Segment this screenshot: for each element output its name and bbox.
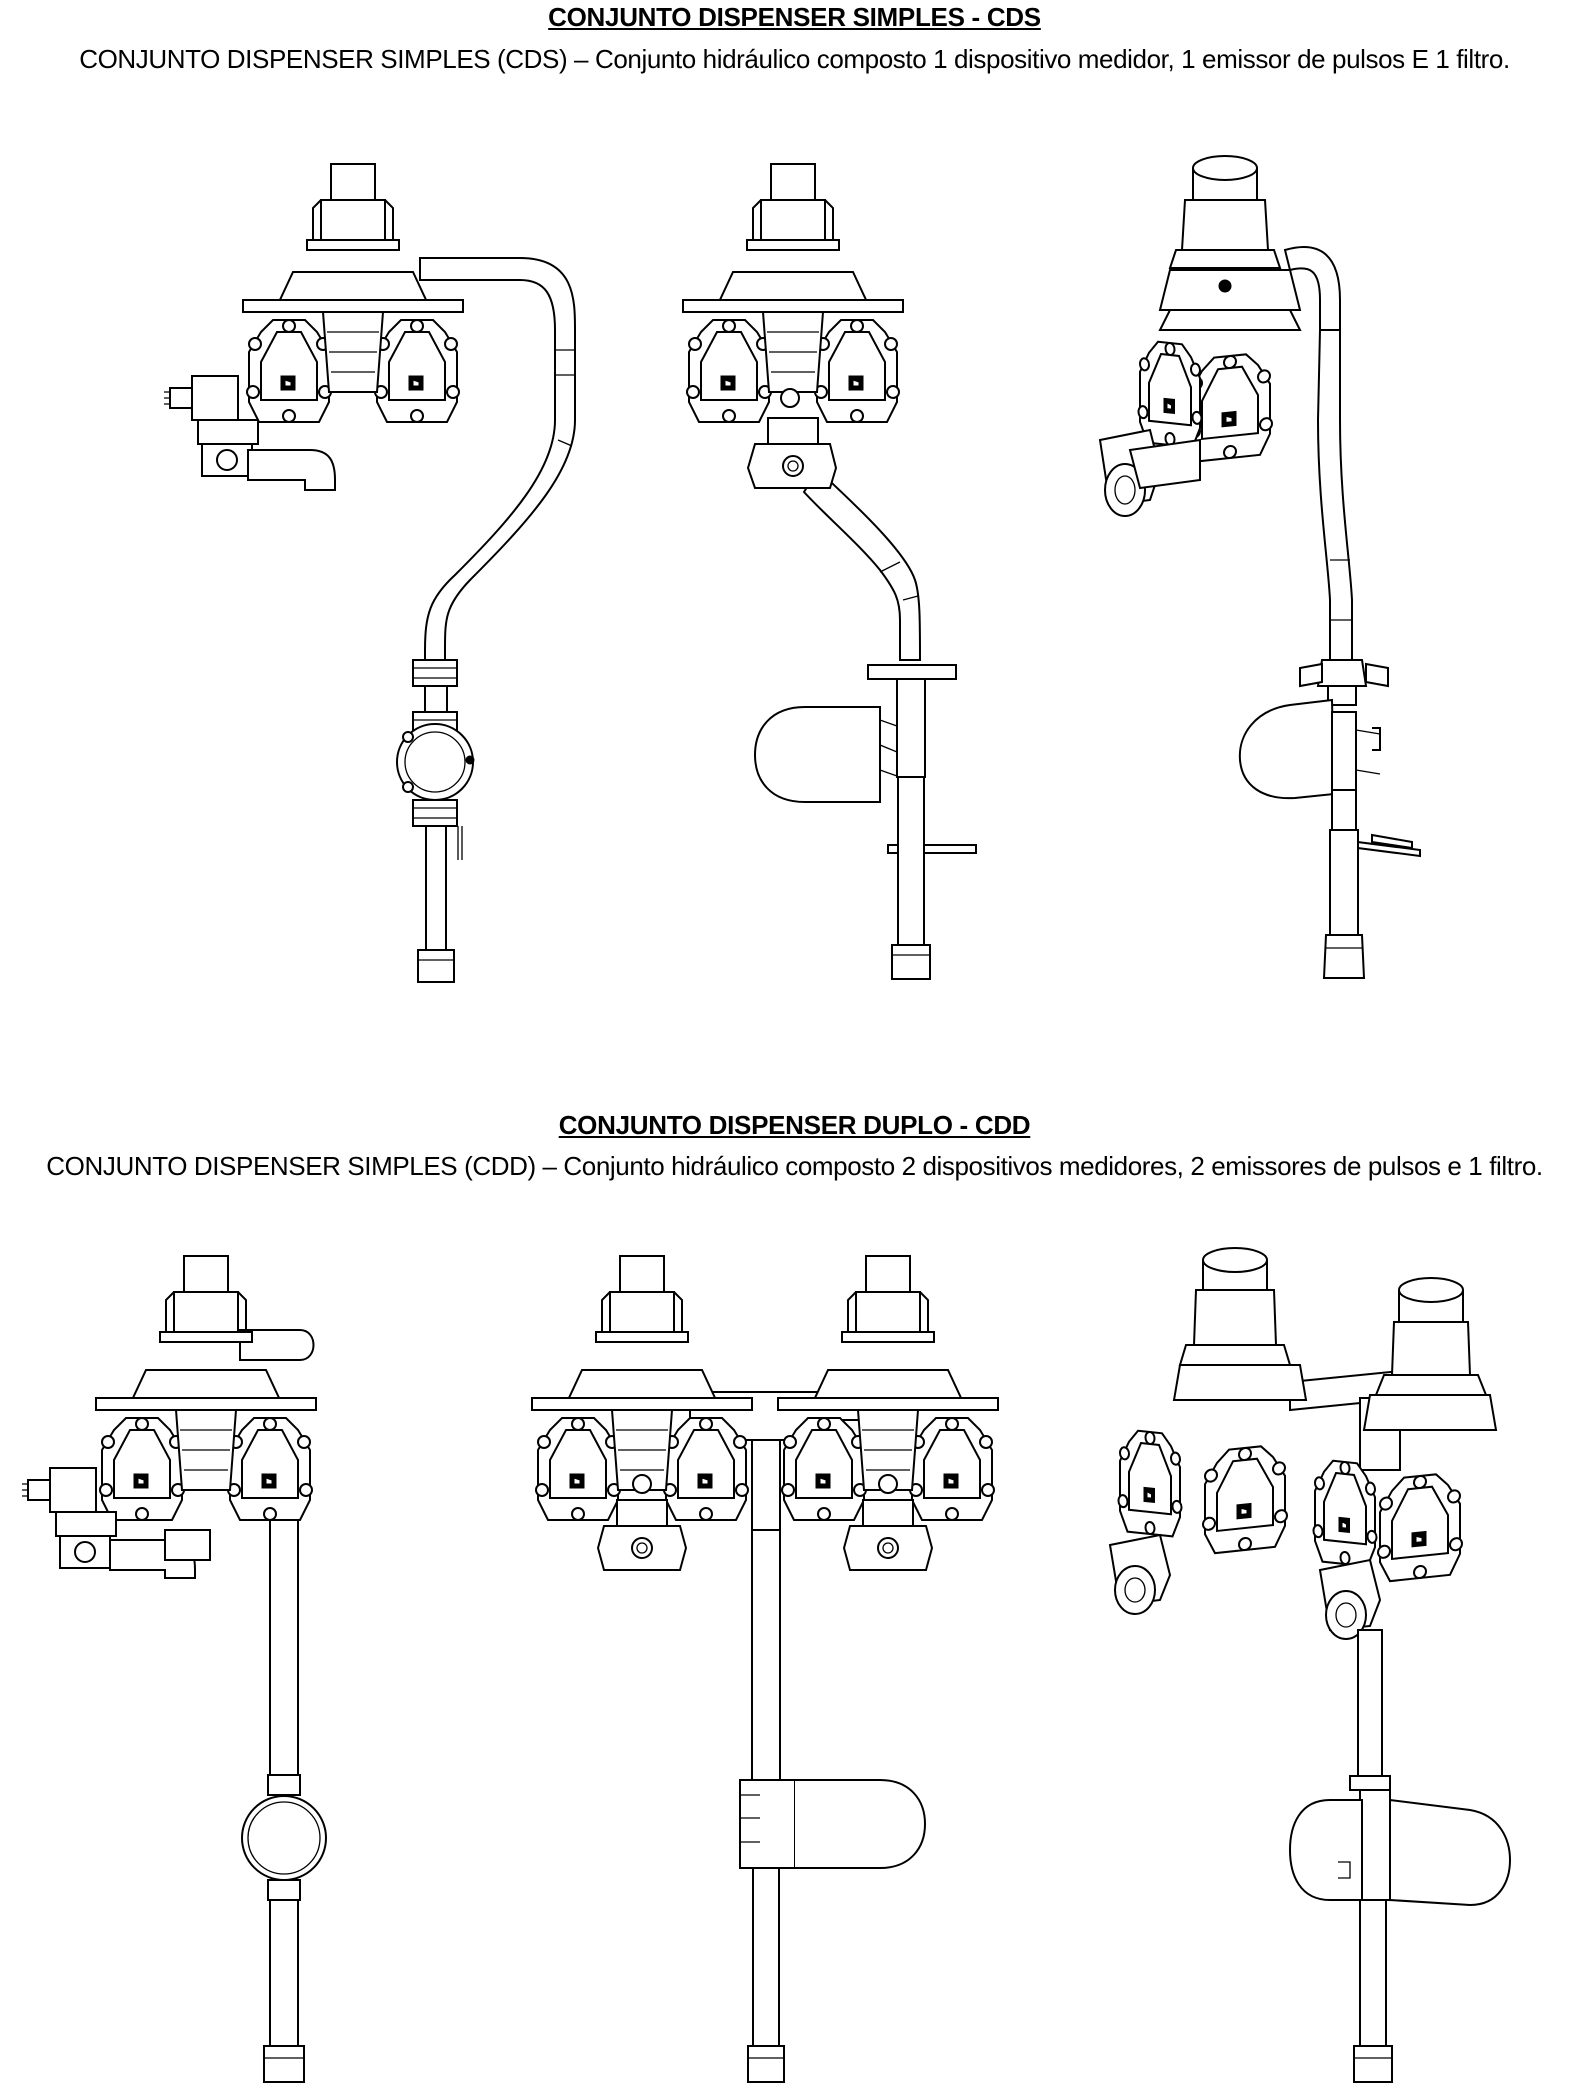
cdd-front-view xyxy=(532,1255,998,2082)
cdd-heading: CONJUNTO DISPENSER DUPLO - CDD xyxy=(558,1110,1031,1140)
cds-isometric-view xyxy=(1100,156,1420,978)
cdd-side-view xyxy=(21,1255,326,2082)
cds-drawings xyxy=(163,140,1589,1000)
cdd-drawings xyxy=(21,1230,1589,2093)
cds-side-view xyxy=(163,163,575,982)
cdd-description: CONJUNTO DISPENSER SIMPLES (CDD) – Conju… xyxy=(46,1151,1543,1181)
cds-description: CONJUNTO DISPENSER SIMPLES (CDS) – Conju… xyxy=(79,44,1510,74)
cdd-isometric-view xyxy=(1110,1248,1510,2082)
cds-heading: CONJUNTO DISPENSER SIMPLES - CDS xyxy=(548,2,1041,32)
cds-front-view xyxy=(683,163,976,979)
